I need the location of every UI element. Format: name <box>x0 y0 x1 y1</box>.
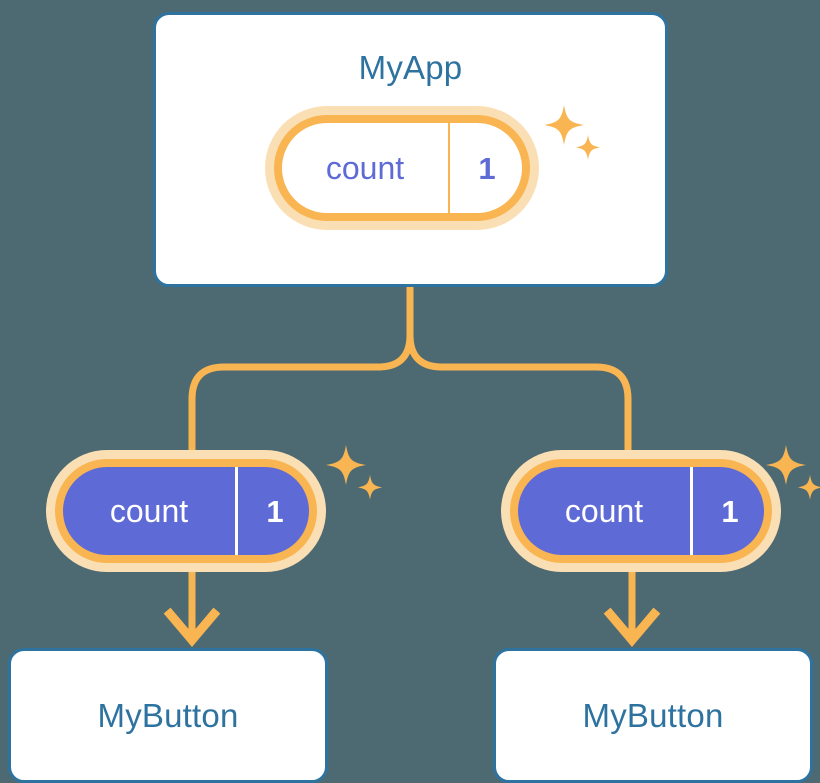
state-pill-root[interactable]: count 1 <box>274 115 530 221</box>
sparkle-small <box>797 475 820 500</box>
connector-branch-left <box>188 334 414 455</box>
state-key-label: count <box>63 467 238 555</box>
state-pill-child-right[interactable]: count 1 <box>510 459 772 563</box>
state-value-label: 1 <box>478 150 496 186</box>
state-value-label: 1 <box>266 493 284 529</box>
state-key-label: count <box>518 467 693 555</box>
sparkle-large <box>326 445 366 485</box>
component-name-label: MyButton <box>582 697 724 734</box>
sparkle-small <box>357 475 383 500</box>
component-card-mybutton-right[interactable]: MyButton <box>493 648 813 783</box>
state-pill-child-left[interactable]: count 1 <box>55 459 317 563</box>
arrow-down-icon-right <box>603 607 661 647</box>
arrow-down-icon-left <box>163 607 221 647</box>
component-name-label: MyApp <box>358 49 463 86</box>
sparkle-icon-child-left <box>326 445 383 500</box>
state-key-label: count <box>282 123 450 213</box>
component-card-mybutton-left[interactable]: MyButton <box>8 648 328 783</box>
sparkle-large <box>766 445 806 485</box>
state-value-label: 1 <box>721 493 739 529</box>
connector-branch-right <box>406 334 632 455</box>
component-name-label: MyButton <box>97 697 239 734</box>
